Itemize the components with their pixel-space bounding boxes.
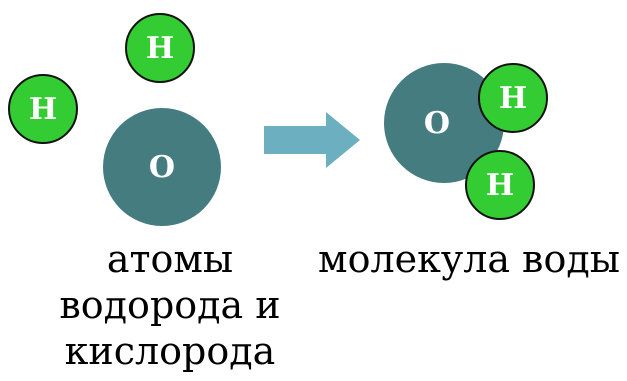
reactants-caption: атомы водорода и кислорода <box>20 236 320 374</box>
hydrogen-symbol: H <box>28 91 58 127</box>
hydrogen-symbol: H <box>485 167 515 203</box>
hydrogen-atom-molecule-top: H <box>478 63 548 133</box>
oxygen-symbol: O <box>423 105 451 141</box>
oxygen-atom-reactant: O <box>103 108 221 226</box>
caption-line: водорода и <box>59 283 281 327</box>
hydrogen-atom-left: H <box>8 74 78 144</box>
hydrogen-symbol: H <box>145 30 175 66</box>
hydrogen-atom-top: H <box>125 13 195 83</box>
hydrogen-symbol: H <box>498 80 528 116</box>
oxygen-symbol: O <box>148 149 176 185</box>
right-arrow-icon <box>264 112 360 168</box>
arrow-shape <box>264 112 360 168</box>
caption-line: атомы <box>106 237 234 281</box>
hydrogen-atom-molecule-bottom: H <box>465 150 535 220</box>
caption-line: молекула воды <box>318 237 620 281</box>
caption-line: кислорода <box>64 329 276 373</box>
product-caption: молекула воды <box>314 236 624 282</box>
